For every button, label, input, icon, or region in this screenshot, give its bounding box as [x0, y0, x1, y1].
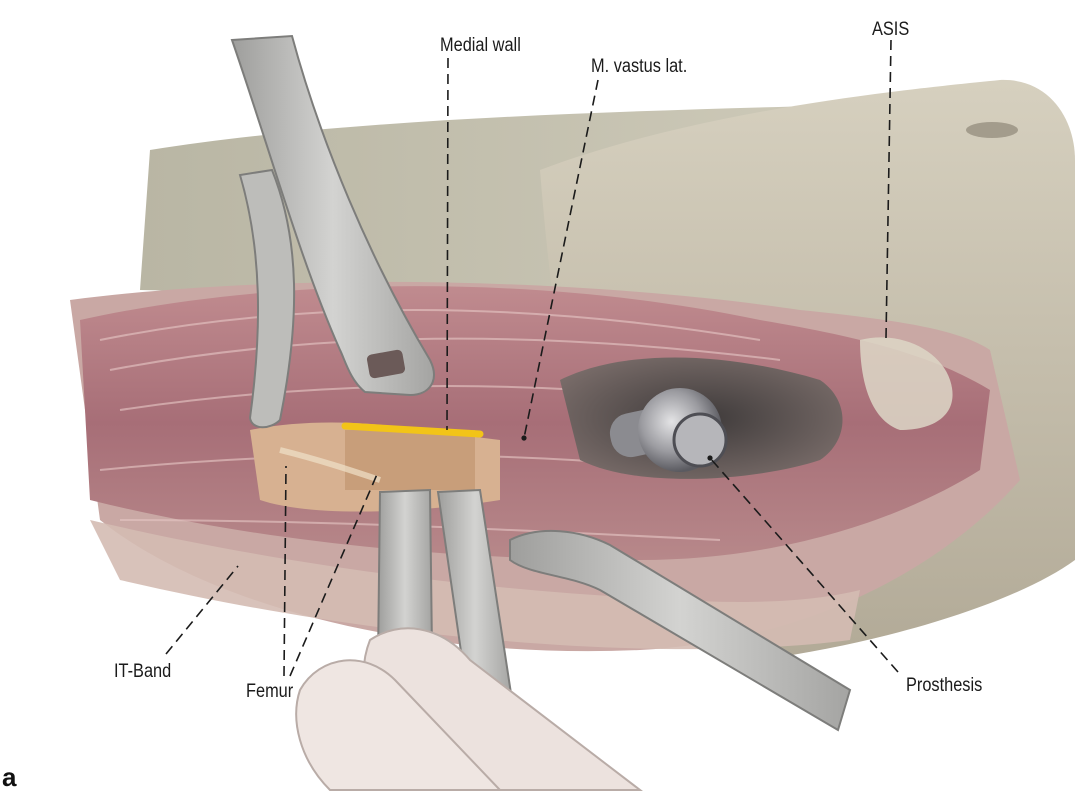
label-it-band: IT-Band: [114, 661, 172, 682]
panel-letter: a: [2, 762, 17, 792]
leader-lines: [165, 39, 899, 677]
umbilicus: [966, 122, 1018, 138]
leader-dot-vastus: [521, 435, 527, 441]
leader-medial-wall: [446, 57, 449, 431]
label-medial-wall: Medial wall: [440, 35, 521, 56]
leader-femur-1: [283, 465, 287, 677]
leader-vastus-lat: [523, 79, 599, 439]
retractor-angled: [509, 530, 852, 732]
label-prosthesis: Prosthesis: [906, 675, 983, 696]
leader-femur-2: [289, 471, 379, 677]
leader-dot-prosthesis: [707, 455, 713, 461]
label-asis: ASIS: [872, 19, 910, 40]
label-vastus-lat: M. vastus lat.: [591, 56, 688, 77]
osteotomy-marker: [341, 422, 484, 438]
leader-it-band: [165, 565, 239, 655]
glove-finger-lower: [295, 659, 503, 791]
leader-asis: [885, 39, 892, 339]
femur-osteotomy: [345, 430, 475, 490]
asis-landmark: [860, 337, 953, 430]
retractor-upper-curve: [238, 168, 296, 429]
prosthesis-component: [609, 388, 728, 472]
label-femur: Femur: [246, 681, 294, 702]
retractor-upper: [230, 34, 435, 397]
